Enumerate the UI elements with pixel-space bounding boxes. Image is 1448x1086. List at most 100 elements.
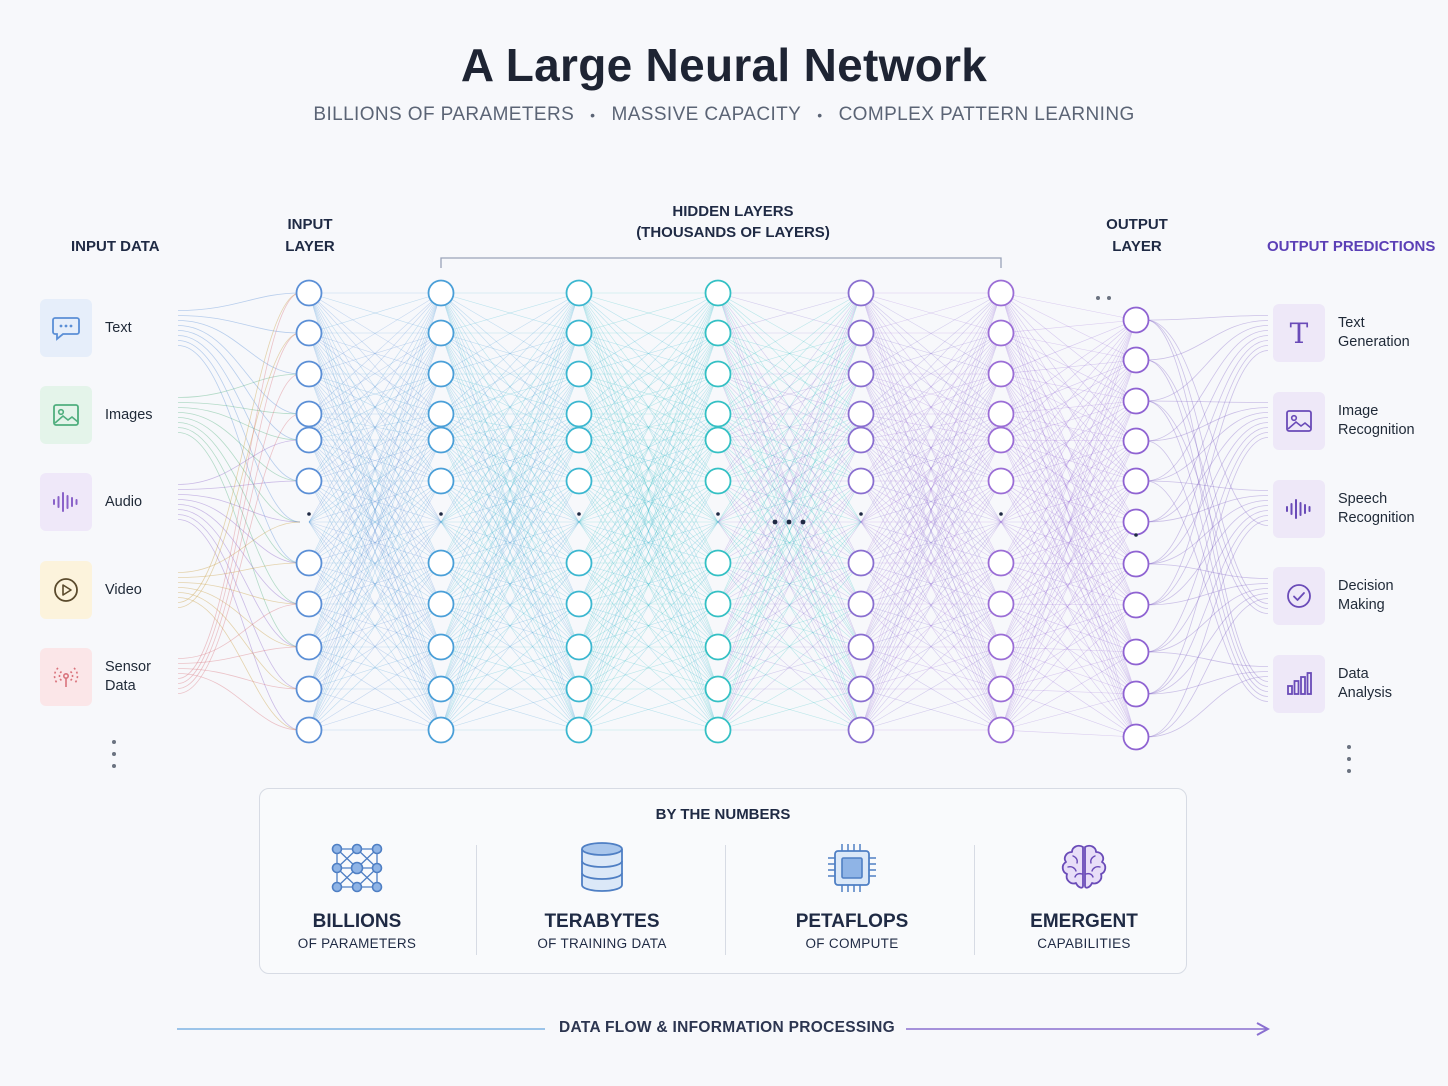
connection-line xyxy=(1000,400,1137,564)
connection-line xyxy=(717,413,862,482)
connection-line xyxy=(860,292,1002,334)
connection-line xyxy=(860,439,1002,690)
output-fan-line xyxy=(1145,400,1269,614)
connection-line xyxy=(860,688,1002,731)
connection-line xyxy=(717,292,862,605)
neuron xyxy=(847,675,875,703)
connection-line xyxy=(308,480,442,523)
connection-line xyxy=(308,562,442,648)
connection-line xyxy=(860,332,1002,441)
connection-line xyxy=(578,603,719,690)
connection-line xyxy=(578,373,719,690)
neuron xyxy=(847,716,875,744)
connection-line xyxy=(860,562,1002,648)
connection-line xyxy=(717,480,862,648)
input-item-sensor-data: Sensor Data xyxy=(40,648,185,706)
connection-line xyxy=(717,292,862,415)
connection-line xyxy=(308,292,442,564)
connection-line xyxy=(308,332,442,564)
connection-line xyxy=(578,373,719,648)
connection-line xyxy=(1000,373,1137,402)
connection-line xyxy=(308,439,442,564)
connection-line xyxy=(308,603,442,648)
connection-line xyxy=(1000,400,1137,690)
connection-line xyxy=(308,439,442,648)
neuron xyxy=(295,549,323,577)
subtitle-separator: • xyxy=(590,107,596,123)
play-icon xyxy=(40,561,92,619)
connection-line xyxy=(308,332,442,731)
connection-line xyxy=(440,292,580,375)
connection-line xyxy=(440,332,580,605)
connection-line xyxy=(860,292,1002,482)
connection-line xyxy=(308,292,442,482)
hidden-layers-bracket xyxy=(440,257,1002,268)
input-fan-line xyxy=(177,292,301,311)
connection-line xyxy=(440,480,580,523)
connection-line xyxy=(440,292,580,441)
input-fan-line xyxy=(177,292,301,679)
connection-line xyxy=(578,603,719,731)
neuron xyxy=(704,633,732,661)
connection-line xyxy=(717,292,862,523)
output-item-label: Data Analysis xyxy=(1338,666,1392,701)
input-fan-line xyxy=(177,332,301,684)
output-fan-line xyxy=(1145,350,1269,606)
connection-line xyxy=(308,480,442,648)
connection-line xyxy=(308,521,442,648)
input-fan-line xyxy=(177,673,301,731)
connection-line xyxy=(308,413,442,690)
connection-line xyxy=(308,292,442,441)
connection-line xyxy=(717,439,862,482)
connection-line xyxy=(308,562,442,690)
connection-line xyxy=(578,373,719,415)
connection-line xyxy=(578,688,719,731)
connection-line xyxy=(1000,604,1137,690)
output-fan-line xyxy=(1145,432,1269,653)
connection-line xyxy=(860,439,1002,605)
connection-line xyxy=(578,646,719,731)
connection-line xyxy=(578,292,719,648)
connection-line xyxy=(717,521,862,731)
connection-line xyxy=(578,413,719,482)
connection-line xyxy=(717,292,862,648)
connection-line xyxy=(308,603,442,690)
connection-line xyxy=(860,646,1002,731)
neuron xyxy=(987,716,1015,744)
connection-line xyxy=(1000,292,1137,402)
connection-line xyxy=(308,521,442,605)
connection-line xyxy=(1000,319,1137,482)
connection-line xyxy=(578,373,719,731)
connection-line xyxy=(440,521,580,648)
by-the-numbers-panel: BY THE NUMBERS BILLIONS OF PARAMETERS xyxy=(259,788,1187,974)
connection-line xyxy=(717,332,862,648)
connection-line xyxy=(578,480,719,731)
connection-line xyxy=(860,603,1002,731)
connection-line xyxy=(717,332,862,523)
connection-line xyxy=(440,413,580,523)
input-output-connections xyxy=(177,292,1269,738)
neuron xyxy=(987,426,1015,454)
input-fan-line xyxy=(177,413,301,694)
connection-line xyxy=(578,562,719,731)
connection-line xyxy=(308,413,442,564)
connection-line xyxy=(717,439,862,731)
connection-line xyxy=(308,688,442,731)
connection-line xyxy=(440,480,580,690)
connection-line xyxy=(308,480,442,523)
neuron xyxy=(565,675,593,703)
connection-line xyxy=(717,480,862,605)
input-item-label: Audio xyxy=(105,493,143,510)
input-fan-line xyxy=(177,509,301,648)
connection-line xyxy=(717,373,862,648)
connection-line xyxy=(717,292,862,482)
neuron xyxy=(987,549,1015,577)
connection-line xyxy=(860,292,1002,690)
database-icon xyxy=(492,839,712,897)
neuron xyxy=(704,549,732,577)
connection-line xyxy=(440,562,580,605)
connection-line xyxy=(1000,332,1137,695)
data-flow-label: DATA FLOW & INFORMATION PROCESSING xyxy=(559,1019,895,1036)
connection-line xyxy=(308,521,442,605)
connection-line xyxy=(717,413,862,523)
